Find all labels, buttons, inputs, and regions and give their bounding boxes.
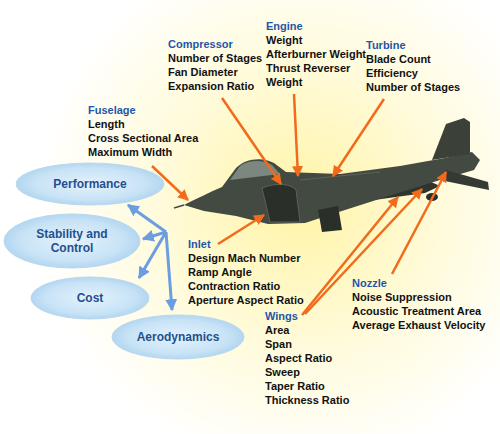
part-heading: Inlet bbox=[188, 237, 211, 251]
parameter-label: Cross Sectional Area bbox=[88, 131, 198, 145]
parameter-label: Aspect Ratio bbox=[265, 351, 332, 365]
parameter-label: Average Exhaust Velocity bbox=[352, 318, 486, 332]
parameter-label: Expansion Ratio bbox=[168, 79, 254, 93]
parameter-label: Blade Count bbox=[366, 52, 431, 66]
leader-arrow bbox=[333, 99, 384, 176]
ellipse-shape bbox=[4, 214, 140, 268]
part-heading: Compressor bbox=[168, 37, 233, 51]
jet-nozzle bbox=[318, 206, 342, 232]
part-heading: Wings bbox=[265, 309, 298, 323]
parameter-label: Number of Stages bbox=[168, 51, 262, 65]
objective-label: Aerodynamics bbox=[130, 330, 226, 344]
objective-ellipse: Aerodynamics bbox=[111, 314, 245, 360]
part-heading: Engine bbox=[266, 19, 374, 33]
parameter-label: Afterburner Weight bbox=[266, 47, 374, 61]
parameter-label: Maximum Width bbox=[88, 145, 172, 159]
parameter-label: Aperture Aspect Ratio bbox=[188, 293, 304, 307]
leader-arrow bbox=[294, 94, 298, 176]
fan-arrow bbox=[128, 205, 166, 232]
objective-label: Performance bbox=[36, 177, 144, 191]
jet-stabilizer bbox=[440, 170, 489, 190]
parameter-label: Length bbox=[88, 117, 125, 131]
parameter-label: Weight bbox=[266, 33, 374, 47]
objective-label: Cost bbox=[47, 291, 133, 305]
parameter-label: Noise Suppression bbox=[352, 290, 452, 304]
parameter-label: Acoustic Treatment Area bbox=[352, 304, 481, 318]
parameter-label: Ramp Angle bbox=[188, 265, 252, 279]
parameter-label: Number of Stages bbox=[366, 80, 460, 94]
parameter-label: Thrust Reverser Weight bbox=[266, 61, 374, 89]
parameter-label: Area bbox=[265, 323, 289, 337]
objective-label: Stability and Control bbox=[23, 227, 122, 255]
ellipse-shape bbox=[31, 277, 149, 319]
jet-intake bbox=[262, 184, 300, 222]
parameter-label: Taper Ratio bbox=[265, 379, 325, 393]
parameter-label: Thickness Ratio bbox=[265, 393, 349, 407]
fan-arrow bbox=[166, 232, 172, 310]
parameter-label: Sweep bbox=[265, 365, 300, 379]
parameter-label: Efficiency bbox=[366, 66, 418, 80]
harrier-jet bbox=[174, 118, 489, 232]
jet-fin bbox=[432, 118, 470, 160]
ellipse-shape bbox=[16, 163, 164, 205]
jet-panel-line bbox=[300, 172, 380, 180]
ellipse-shape bbox=[112, 315, 244, 359]
objective-ellipse: Performance bbox=[15, 162, 165, 206]
fan-arrow bbox=[139, 232, 166, 278]
part-heading: Nozzle bbox=[352, 276, 387, 290]
objective-ellipse: Cost bbox=[30, 276, 150, 320]
parameter-label: Span bbox=[265, 337, 292, 351]
part-heading: Turbine bbox=[366, 38, 406, 52]
leader-arrow bbox=[392, 172, 446, 274]
parameter-label: Contraction Ratio bbox=[188, 279, 280, 293]
objective-ellipse: Stability and Control bbox=[3, 213, 141, 269]
jet-pitot bbox=[174, 205, 184, 208]
leader-arrow bbox=[218, 215, 264, 244]
leader-arrow bbox=[222, 98, 281, 184]
leader-lines bbox=[152, 94, 446, 315]
part-heading: Fuselage bbox=[88, 103, 136, 117]
parameter-label: Design Mach Number bbox=[188, 251, 300, 265]
parameter-label: Fan Diameter bbox=[168, 65, 238, 79]
